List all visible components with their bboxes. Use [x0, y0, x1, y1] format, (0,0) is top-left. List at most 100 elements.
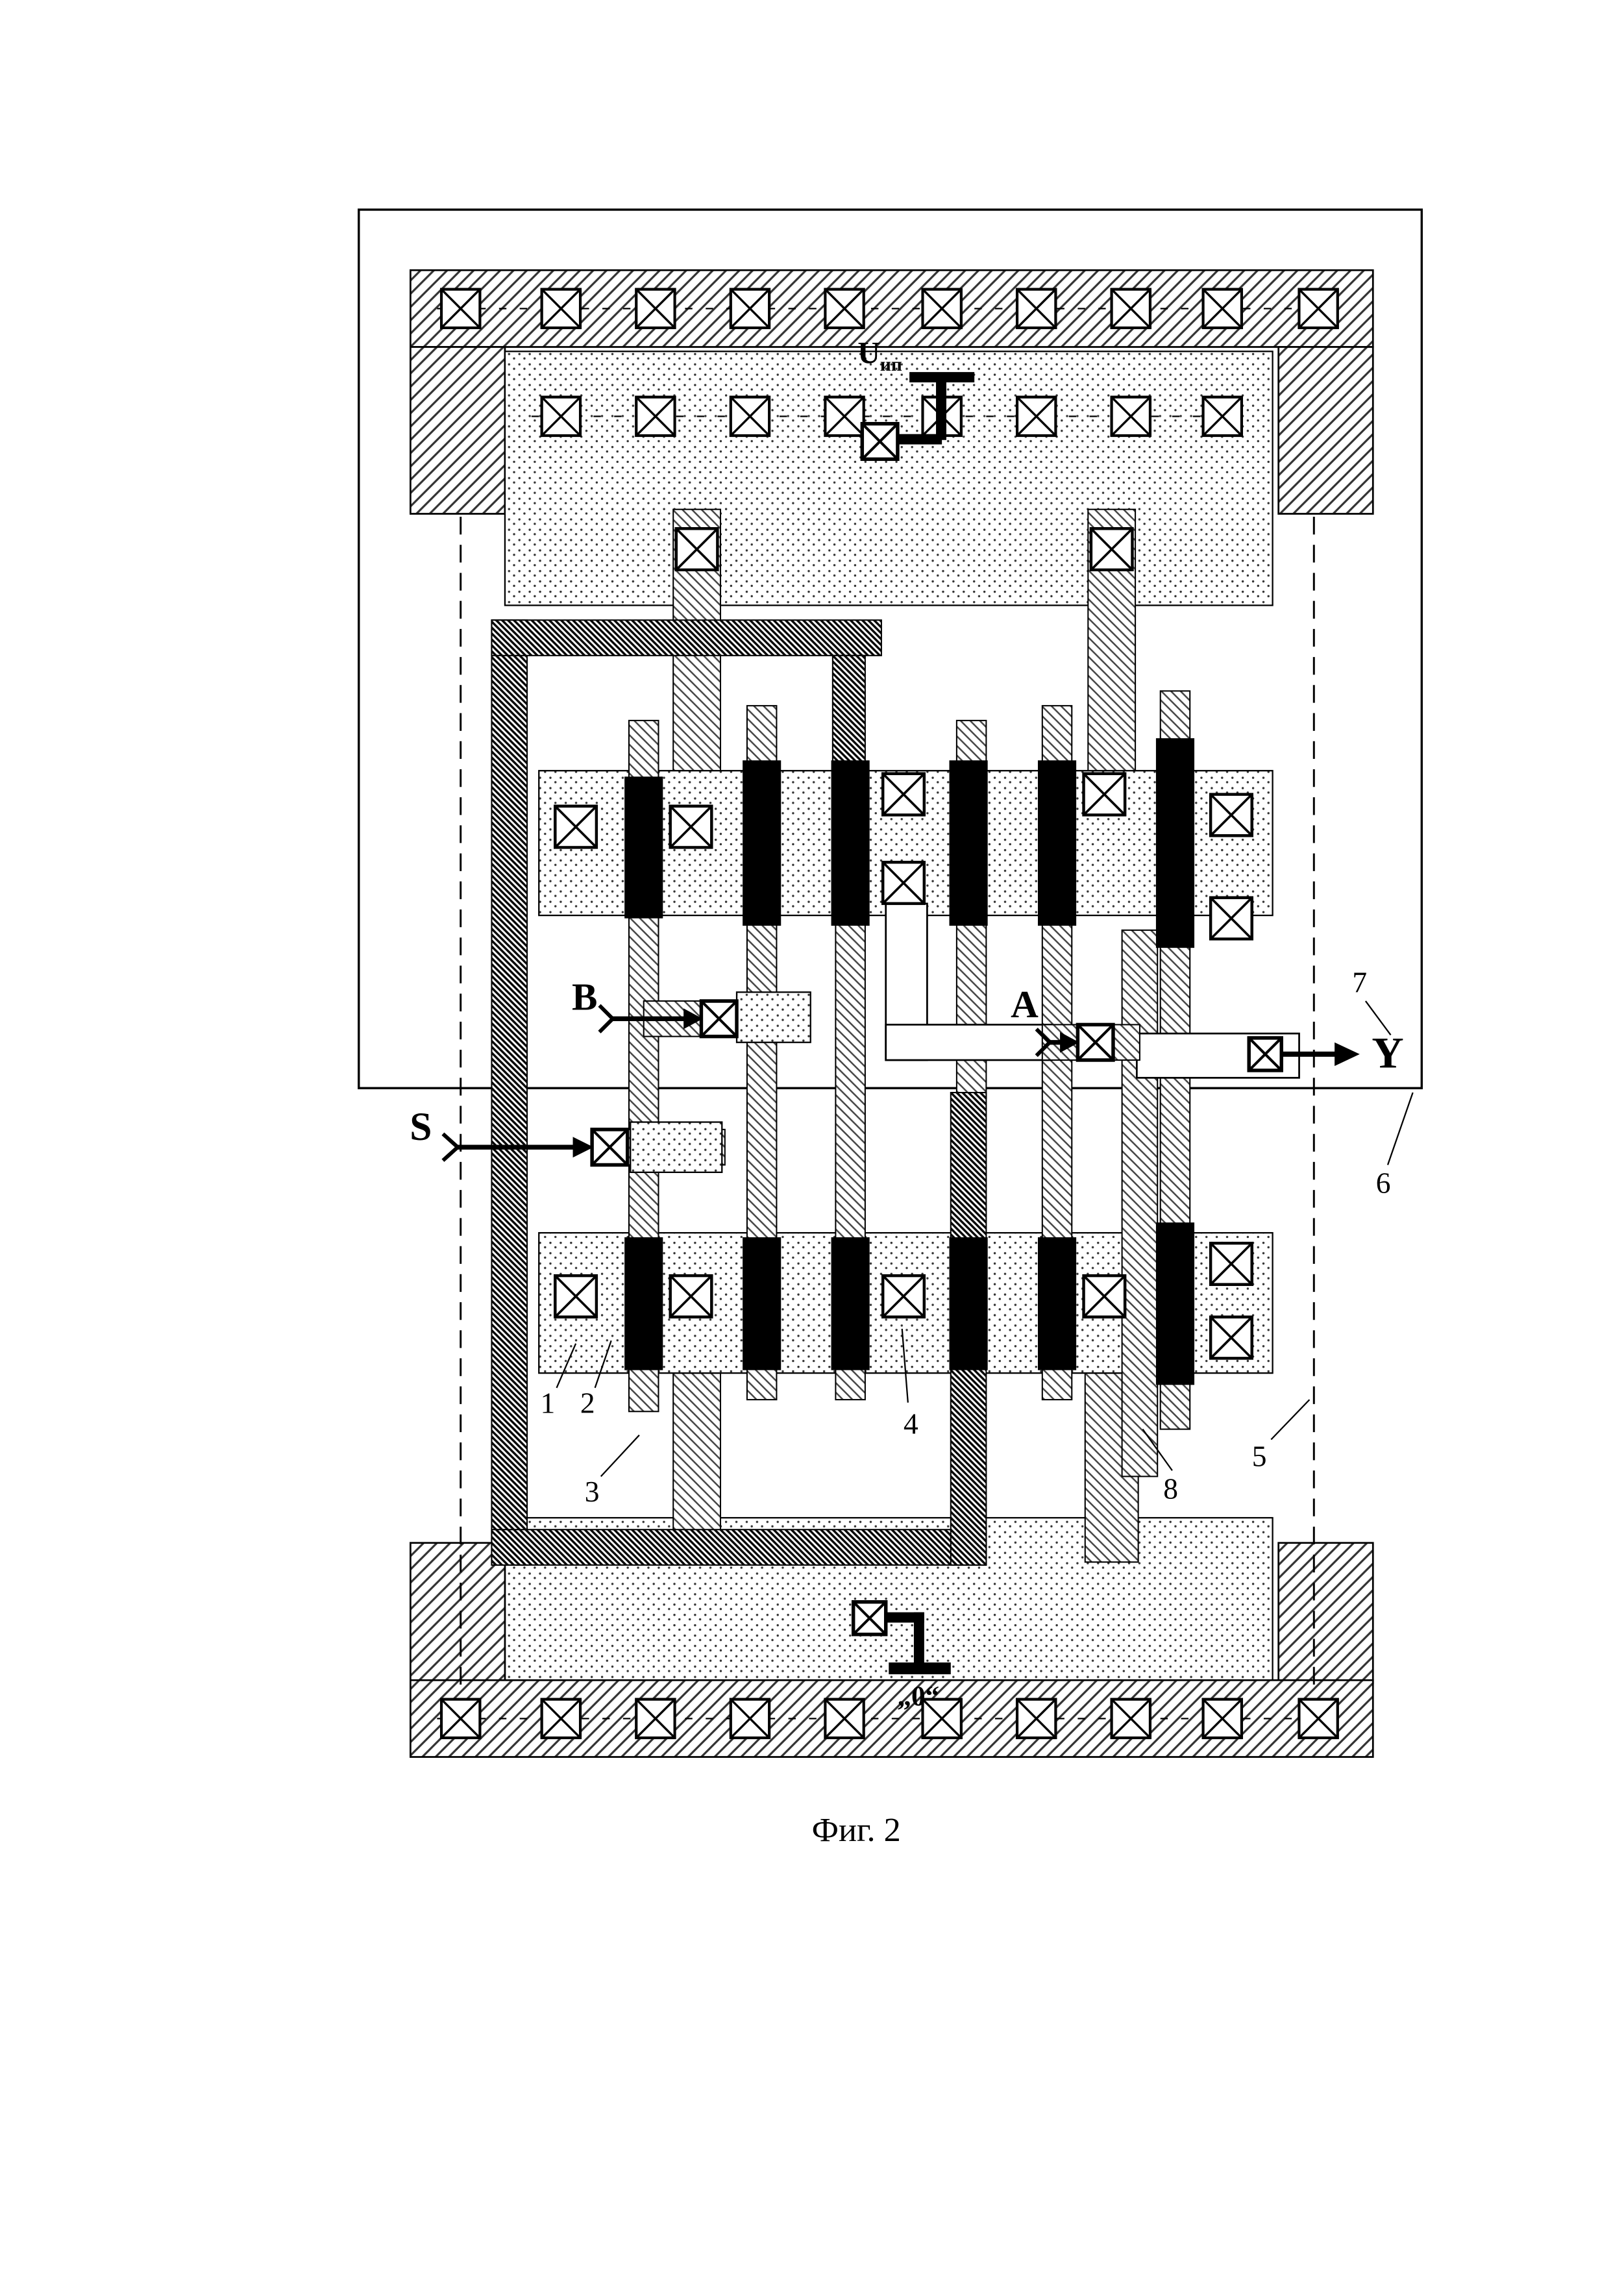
gate-label-t6: T6 — [955, 829, 981, 856]
callout-4: 4 — [904, 1407, 918, 1440]
signal-a: A — [1011, 983, 1079, 1057]
vdd-label: Uип — [857, 336, 902, 375]
gate-t4 — [949, 1237, 988, 1370]
callout-leader-8 — [1142, 1428, 1173, 1471]
callout-leader-6 — [1386, 1092, 1414, 1165]
chevron-icon — [441, 1132, 461, 1162]
gate-t8 — [1037, 760, 1077, 926]
transistor-row-bottom: T11 T1 T3 T4 T2 T9 — [624, 1222, 1195, 1385]
contact-via — [555, 1276, 597, 1317]
signal-pad-b — [699, 999, 739, 1039]
contact-via — [1203, 397, 1242, 436]
vdd-terminal: Uип — [857, 336, 975, 462]
callout-leader-4 — [901, 1328, 909, 1403]
signal-label-s: S — [410, 1105, 432, 1149]
contact-via — [441, 1700, 480, 1738]
contact-via — [1017, 290, 1055, 328]
gnd-tap-left — [672, 1372, 722, 1546]
callout-5: 5 — [1252, 1439, 1267, 1472]
callout-leader-7 — [1364, 1000, 1392, 1036]
gate-label-t8: T8 — [1044, 829, 1070, 856]
output-poly — [1121, 929, 1159, 1477]
contact-via — [1211, 1317, 1252, 1359]
signal-b: B — [572, 976, 703, 1033]
contact-via — [1211, 898, 1252, 939]
contact-via — [1299, 290, 1337, 328]
signal-y: Y — [1281, 1028, 1404, 1077]
gate-label-t4: T4 — [955, 1290, 981, 1317]
gate-label-t11: T11 — [631, 1285, 657, 1323]
vdd-symbol-lead — [894, 434, 942, 445]
gnd-rail — [410, 1679, 1374, 1758]
contact-via — [731, 1700, 769, 1738]
gate-t5 — [831, 760, 870, 926]
callout-leader-3 — [600, 1434, 640, 1477]
signal-s: S — [410, 1105, 594, 1162]
metal-route-center-horizontal — [885, 1024, 1052, 1061]
vdd-rail-leg-left — [410, 346, 506, 515]
contact-via — [542, 1700, 580, 1738]
callout-2: 2 — [580, 1387, 595, 1420]
gate-t10 — [1155, 738, 1195, 948]
n-diffusion-top — [504, 351, 1273, 606]
chip-outline — [358, 208, 1423, 1089]
contact-via — [1083, 1276, 1125, 1317]
select-line-segment — [491, 619, 882, 656]
gate-label-t1: T1 — [749, 1290, 775, 1317]
contact-via — [883, 774, 924, 815]
contact-via — [922, 290, 961, 328]
contact-via — [1203, 1700, 1242, 1738]
gate-label-t10: T10 — [1162, 823, 1188, 863]
callout-7: 7 — [1352, 965, 1367, 998]
callout-leader-2 — [594, 1340, 612, 1389]
vdd-rail — [410, 269, 1374, 348]
callout-8: 8 — [1163, 1472, 1178, 1505]
contact-via — [671, 1276, 712, 1317]
contact-via — [671, 806, 712, 848]
contact-via — [636, 397, 674, 436]
contact-via — [825, 290, 863, 328]
contact-via — [1112, 397, 1150, 436]
callout-leader-1 — [556, 1343, 577, 1389]
select-line-segment — [491, 619, 528, 1566]
signal-label-a: A — [1011, 983, 1039, 1026]
signal-pad-y — [1247, 1036, 1283, 1072]
gnd-label: „0“ — [897, 1681, 939, 1712]
contact-via — [542, 397, 580, 436]
vdd-symbol-bar — [909, 372, 975, 383]
contact-via — [1112, 1700, 1150, 1738]
callouts: 1 2 3 4 5 6 7 8 — [541, 965, 1414, 1508]
gate-t12 — [624, 776, 663, 919]
callout-3: 3 — [585, 1475, 600, 1508]
contact-via — [1211, 1243, 1252, 1285]
gate-t1 — [743, 1237, 781, 1370]
vdd-rail-leg-right — [1277, 346, 1374, 515]
gate-label-t12: T12 — [631, 828, 657, 867]
gnd-terminal: „0“ — [851, 1600, 951, 1712]
signal-label-b: B — [572, 976, 597, 1019]
gate-t7 — [743, 760, 781, 926]
signal-pad-s — [590, 1128, 630, 1167]
contact-via — [1211, 795, 1252, 836]
arrowhead-icon — [1335, 1042, 1360, 1067]
gate-label-t2: T2 — [1044, 1290, 1070, 1317]
gnd-symbol-bar — [889, 1662, 951, 1675]
contact-via — [731, 290, 769, 328]
contact-via — [1017, 1700, 1055, 1738]
transistor-row-top: T12 T7 T5 T6 T8 T10 — [624, 738, 1195, 948]
arrowhead-icon — [683, 1008, 703, 1030]
signal-label-y: Y — [1372, 1028, 1403, 1077]
contact-via — [555, 806, 597, 848]
select-line-segment — [491, 1529, 987, 1566]
contact-via — [1017, 397, 1055, 436]
callout-1: 1 — [541, 1387, 556, 1420]
contact-via — [883, 862, 924, 904]
contact-via — [636, 1700, 674, 1738]
gnd-rail-leg-right — [1277, 1542, 1374, 1685]
contact-via — [1083, 774, 1125, 815]
arrowhead-icon — [1060, 1032, 1079, 1053]
arrowhead-icon — [572, 1137, 594, 1158]
gate-label-t7: T7 — [749, 829, 775, 856]
contact-via — [1091, 528, 1133, 570]
